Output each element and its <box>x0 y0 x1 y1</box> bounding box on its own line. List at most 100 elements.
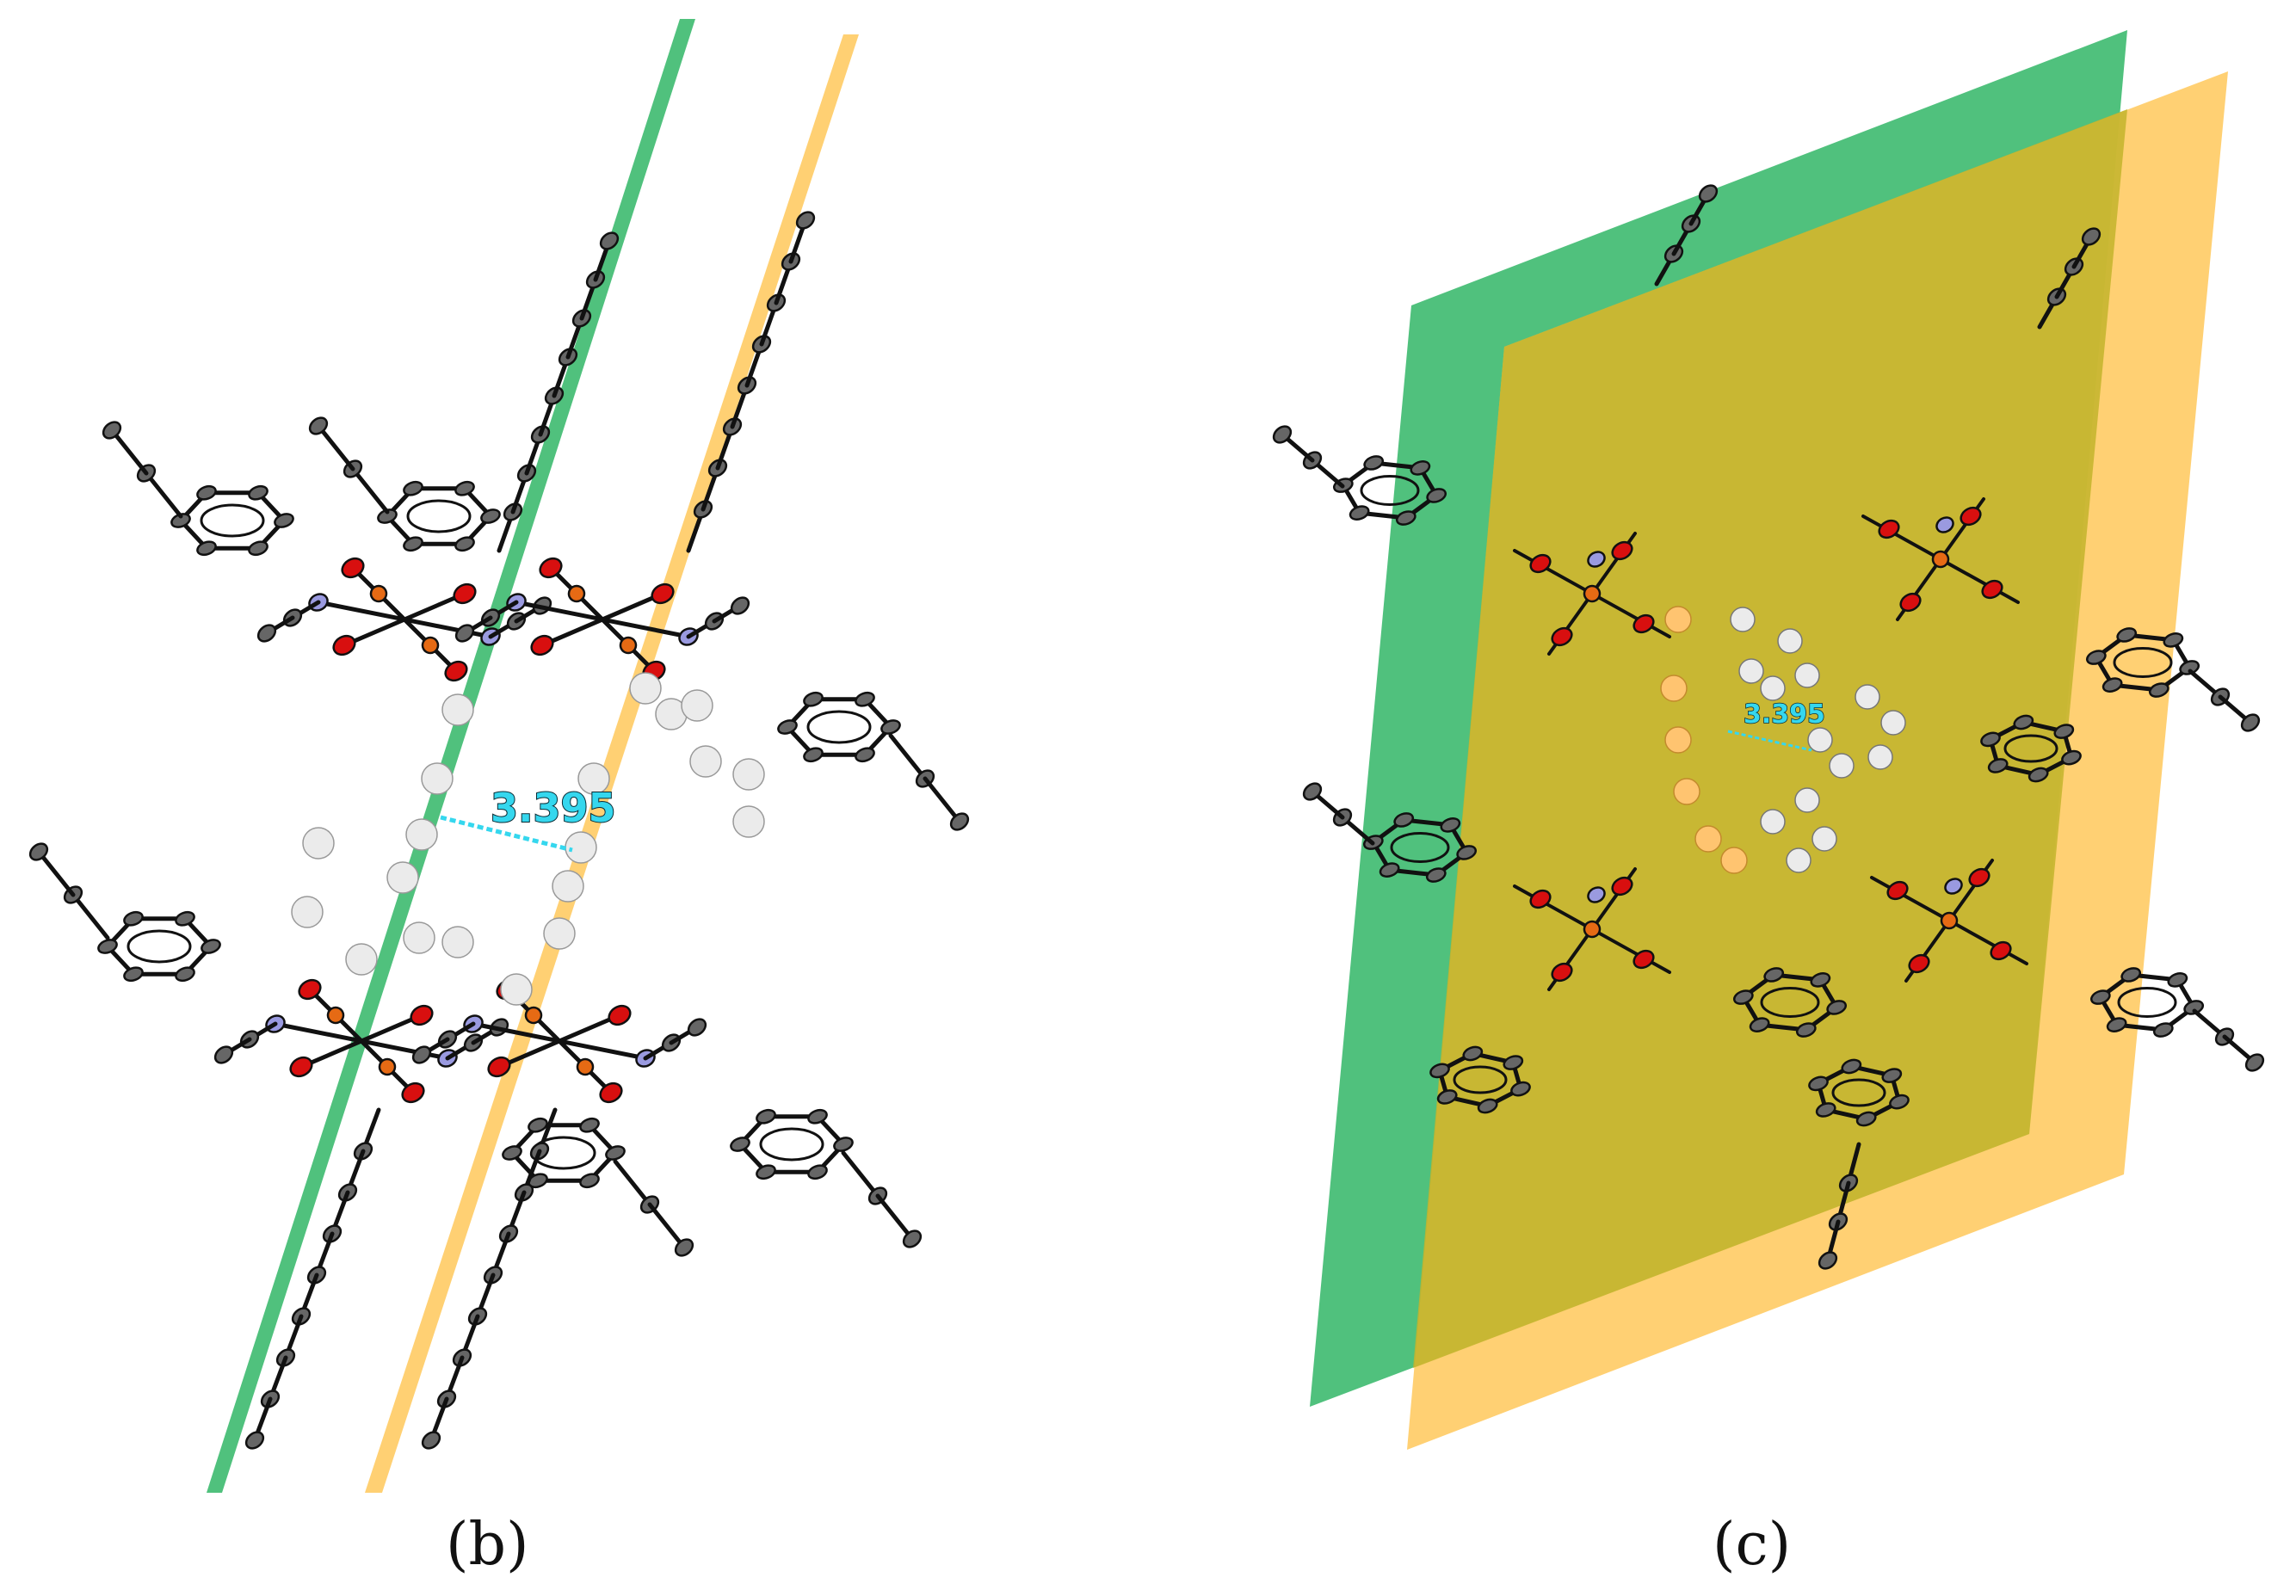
highlight-atom-orange <box>1664 726 1692 754</box>
atom <box>1633 949 1655 970</box>
highlight-atom-orange <box>1694 825 1722 853</box>
highlight-atom <box>1794 662 1820 688</box>
atom <box>2179 660 2200 675</box>
aromatic-ring <box>2003 734 2058 763</box>
atom <box>2163 632 2184 648</box>
highlight-atom <box>1867 744 1893 770</box>
panel-c: 3.395 (c) <box>1272 30 2265 1579</box>
atom <box>196 484 217 501</box>
distance-label-c: 3.395 <box>1744 699 1825 730</box>
atom <box>807 1164 828 1180</box>
bond <box>471 1021 648 1061</box>
highlight-atom <box>1760 809 1786 835</box>
aromatic-ring <box>806 710 872 744</box>
atom <box>2061 749 2082 766</box>
atom <box>1395 510 1416 526</box>
atom <box>1732 989 1754 1005</box>
atom <box>411 1045 432 1064</box>
atom <box>1795 1022 1817 1038</box>
atom <box>256 624 277 643</box>
atom <box>1826 1000 1848 1015</box>
bond <box>923 776 962 824</box>
atom <box>1379 862 1400 878</box>
aromatic-ring <box>1760 987 1820 1018</box>
atom <box>539 557 563 579</box>
atom <box>1302 782 1323 801</box>
atom <box>567 584 586 603</box>
atom <box>28 842 49 861</box>
highlight-atom <box>1811 826 1837 852</box>
atom <box>326 1006 345 1025</box>
atom <box>123 910 144 927</box>
atom <box>248 540 268 557</box>
plane-green-b <box>207 19 695 1493</box>
atom <box>444 660 468 682</box>
atom <box>1633 613 1655 634</box>
highlight-atom <box>1855 684 1880 710</box>
atom <box>807 1108 828 1125</box>
atom <box>1698 184 1719 203</box>
highlight-atom <box>732 805 765 838</box>
atom <box>369 584 388 603</box>
atom <box>102 421 122 440</box>
bond <box>514 600 691 639</box>
highlight-atom <box>302 827 335 860</box>
highlight-atom <box>403 921 435 954</box>
atom <box>2152 1022 2174 1038</box>
atom <box>2013 714 2034 730</box>
atom <box>2102 677 2123 693</box>
atom <box>2116 627 2138 643</box>
atom <box>454 480 475 496</box>
atom <box>1425 867 1447 883</box>
atom <box>410 1004 434 1026</box>
atom <box>2089 989 2111 1005</box>
bond <box>888 733 928 781</box>
molecular-network-b <box>28 211 970 1450</box>
highlight-atom <box>291 896 324 928</box>
atom <box>1503 1055 1524 1070</box>
highlight-atom <box>1794 787 1820 813</box>
atom <box>1810 972 1831 988</box>
atom <box>332 634 356 656</box>
atom <box>855 747 875 763</box>
atom <box>1968 867 1990 888</box>
atom <box>341 557 365 579</box>
bond <box>613 1159 652 1207</box>
atom <box>1808 1075 1829 1092</box>
highlight-atom <box>441 693 474 726</box>
highlight-atom <box>1786 847 1811 873</box>
atom <box>1855 1111 1877 1127</box>
plane-overlap-c <box>1413 109 2127 1368</box>
atom <box>1426 488 1447 503</box>
atom <box>833 1137 854 1152</box>
aromatic-ring <box>1360 475 1420 506</box>
panel-label-b: (b) <box>446 1511 529 1579</box>
atom <box>1987 758 2009 773</box>
atom <box>1436 1089 1458 1105</box>
atom <box>1944 878 1963 895</box>
atom <box>454 536 475 552</box>
atom <box>487 1056 511 1078</box>
atom <box>949 812 970 831</box>
atom <box>1881 1068 1903 1083</box>
atom <box>248 484 268 501</box>
atom <box>730 596 750 615</box>
atom <box>2167 972 2188 988</box>
atom <box>902 1229 923 1248</box>
atom <box>524 1006 543 1025</box>
atom <box>1611 540 1633 561</box>
bond <box>875 1193 915 1242</box>
highlight-atom-orange <box>1673 778 1700 805</box>
atom <box>1815 1102 1836 1118</box>
atom <box>855 691 875 707</box>
atom <box>2053 724 2075 739</box>
highlight-atom-orange <box>1720 847 1748 874</box>
atom <box>453 582 477 605</box>
highlight-atom <box>345 943 378 976</box>
atom <box>2106 1017 2127 1032</box>
atom <box>175 910 195 927</box>
highlight-atom <box>732 758 765 791</box>
bond <box>647 1202 687 1250</box>
atom <box>674 1238 694 1257</box>
